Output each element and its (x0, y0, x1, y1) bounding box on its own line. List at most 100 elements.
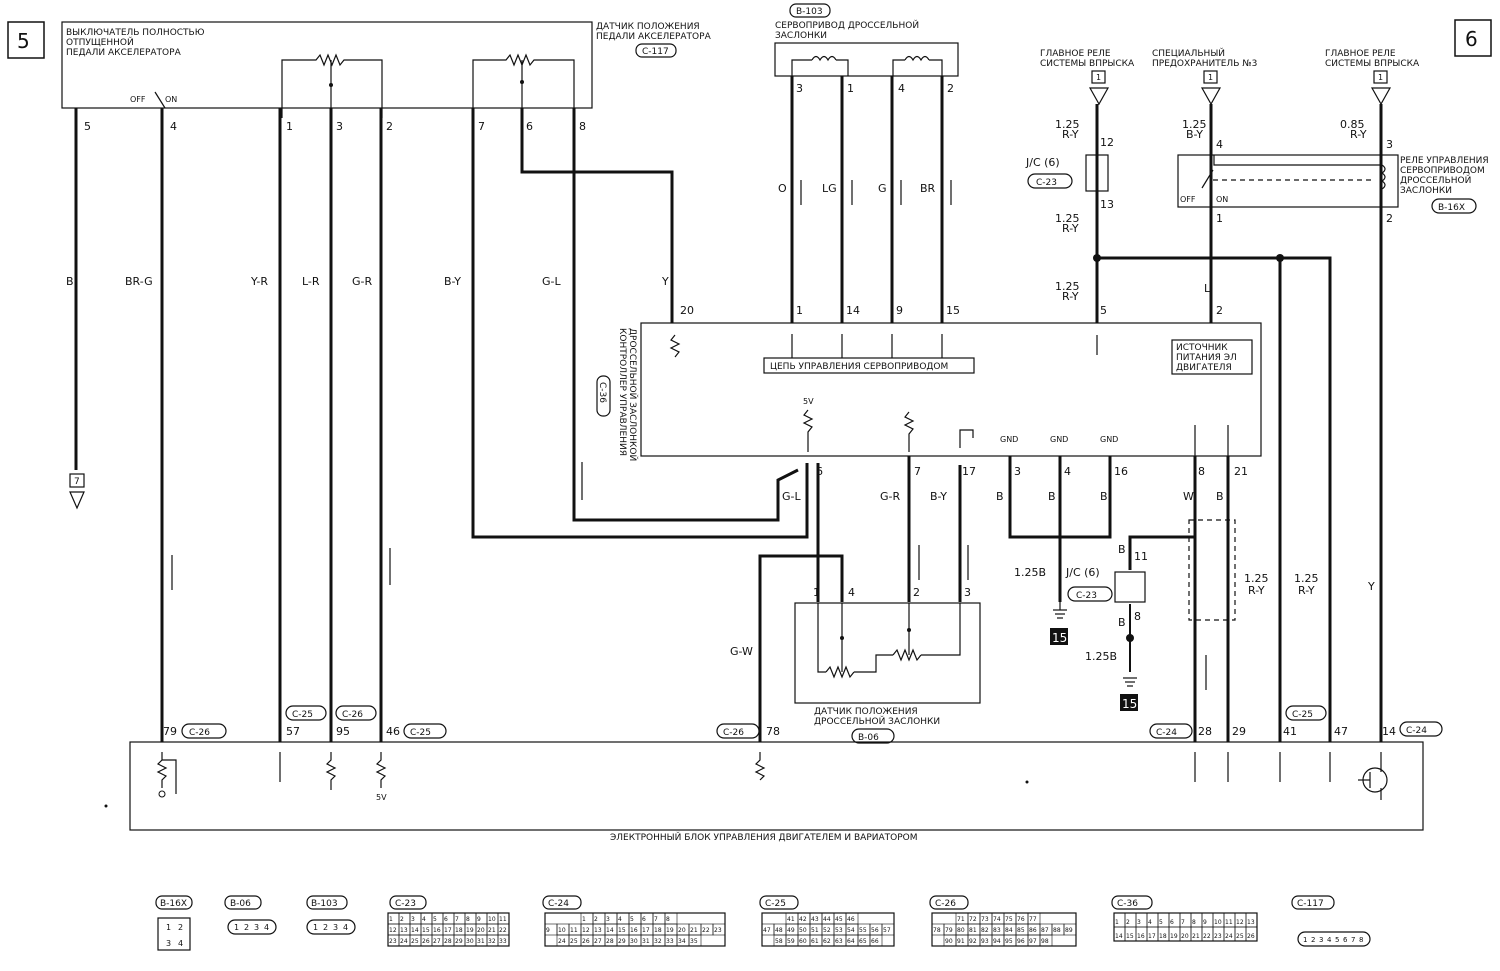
legend-pin-number: 11 (1225, 919, 1233, 926)
svg-text:1.25: 1.25 (1244, 572, 1269, 585)
legend-pin-cell (1063, 923, 1077, 936)
svg-text:1: 1 (286, 120, 293, 133)
svg-text:3: 3 (254, 923, 259, 932)
legend-pin-number: 9 (477, 916, 481, 923)
svg-text:GND: GND (1000, 435, 1018, 444)
legend-pin-number: 4 (618, 916, 622, 923)
legend-pin-number: 97 (1029, 938, 1037, 945)
svg-text:1: 1 (234, 923, 239, 932)
svg-text:17: 17 (962, 465, 976, 478)
svg-text:R-Y: R-Y (1062, 128, 1079, 141)
legend-pin-number: 30 (466, 938, 474, 945)
svg-text:B-103: B-103 (796, 7, 823, 17)
pedal-pins: 5 4 1 3 2 7 6 8 (84, 120, 586, 133)
legend-pin-number: 85 (1017, 927, 1025, 934)
svg-text:C-36: C-36 (1117, 899, 1138, 909)
accel-switch-symbol: OFF ON (130, 91, 177, 109)
legend-pin-number: 15 (1126, 933, 1134, 940)
svg-text:ЗАСЛОНКИ: ЗАСЛОНКИ (1400, 186, 1452, 196)
legend-pin-number: 61 (811, 938, 819, 945)
legend-pin-number: 16 (630, 927, 638, 934)
legend-pin-number: 13 (400, 927, 408, 934)
legend-pin-number: 17 (1148, 933, 1156, 940)
legend-pin-number: 20 (477, 927, 485, 934)
svg-text:РЕЛЕ УПРАВЛЕНИЯ: РЕЛЕ УПРАВЛЕНИЯ (1400, 156, 1489, 166)
ecu-box (129, 741, 1424, 831)
svg-text:1: 1 (847, 82, 854, 95)
svg-text:20: 20 (680, 304, 694, 317)
legend-pin-cell (881, 923, 895, 936)
svg-text:8: 8 (1134, 610, 1141, 623)
legend-pin-number: 9 (1203, 919, 1207, 926)
svg-text:4: 4 (178, 939, 183, 948)
controller-bottom-wires (758, 456, 1230, 742)
svg-text:3: 3 (333, 923, 338, 932)
svg-text:C-26: C-26 (189, 728, 210, 738)
svg-text:0.85: 0.85 (1340, 118, 1365, 131)
flow-arrows (171, 462, 1207, 690)
svg-text:R-Y: R-Y (1350, 128, 1367, 141)
svg-text:ИСТОЧНИК: ИСТОЧНИК (1176, 343, 1228, 353)
engine-power-label: ИСТОЧНИК ПИТАНИЯ ЭЛ ДВИГАТЕЛЯ (1171, 339, 1253, 375)
svg-text:8: 8 (1198, 465, 1205, 478)
legend-pin-number: 44 (823, 916, 831, 923)
main-relay-2-title: ГЛАВНОЕ РЕЛЕ СИСТЕМЫ ВПРЫСКА 1 (1325, 49, 1420, 106)
legend-pin-number: 64 (847, 938, 855, 945)
svg-text:16: 16 (1114, 465, 1128, 478)
legend-pin-number: 4 (1148, 919, 1152, 926)
legend-pin-number: 59 (787, 938, 795, 945)
svg-text:1.25: 1.25 (1055, 118, 1080, 131)
svg-text:G-L: G-L (782, 490, 801, 503)
svg-text:4: 4 (898, 82, 905, 95)
svg-text:7: 7 (914, 465, 921, 478)
legend-pin-number: 5 (630, 916, 634, 923)
legend-pin-number: 83 (993, 927, 1001, 934)
svg-text:2: 2 (178, 923, 183, 932)
svg-text:B: B (1100, 490, 1108, 503)
svg-text:B: B (1118, 543, 1126, 556)
svg-text:21: 21 (1234, 465, 1248, 478)
svg-text:B: B (1216, 490, 1224, 503)
svg-text:1: 1 (166, 923, 171, 932)
accel-switch-title: ВЫКЛЮЧАТЕЛЬ ПОЛНОСТЬЮ ОТПУЩЕННОЙ ПЕДАЛИ … (66, 28, 205, 58)
ecu-internal-symbols: 5V (156, 752, 1388, 802)
svg-text:1.25B: 1.25B (1085, 650, 1117, 663)
legend-pin-number: 16 (433, 927, 441, 934)
legend-c117-pin: 6 (1343, 936, 1348, 944)
legend-pin-number: 19 (1170, 933, 1178, 940)
legend-pin-number: 75 (1005, 916, 1013, 923)
svg-text:G: G (878, 182, 887, 195)
legend-pin-cell (869, 934, 883, 947)
svg-text:57: 57 (286, 725, 300, 738)
svg-text:1.25: 1.25 (1294, 572, 1319, 585)
power-wires (1093, 104, 1383, 742)
legend-c117-pin: 5 (1335, 936, 1339, 944)
svg-text:L: L (1204, 282, 1211, 295)
svg-text:5: 5 (1100, 304, 1107, 317)
legend-pin-number: 13 (594, 927, 602, 934)
svg-text:1: 1 (313, 923, 318, 932)
legend-pin-number: 32 (654, 938, 662, 945)
legend-pin-number: 47 (763, 927, 771, 934)
servo-relay: OFF ON РЕЛЕ УПРАВЛЕНИЯ СЕРВОПРИВОДОМ ДРО… (1177, 154, 1489, 317)
svg-text:B-Y: B-Y (930, 490, 947, 503)
legend-pin-number: 82 (981, 927, 989, 934)
svg-text:B-103: B-103 (311, 899, 338, 909)
svg-text:G-R: G-R (880, 490, 900, 503)
legend-pin-number: 94 (993, 938, 1001, 945)
svg-text:3: 3 (796, 82, 803, 95)
svg-text:2: 2 (947, 82, 954, 95)
legend-pin-number: 32 (488, 938, 496, 945)
svg-text:41: 41 (1283, 725, 1297, 738)
svg-text:13: 13 (1100, 198, 1114, 211)
svg-text:B-Y: B-Y (444, 275, 461, 288)
legend-pin-number: 92 (969, 938, 977, 945)
legend-pin-number: 89 (1065, 927, 1073, 934)
legend-pin-number: 57 (883, 927, 891, 934)
controller-internal-symbols: 5V GND GND GND (669, 334, 1229, 456)
svg-text:4: 4 (264, 923, 269, 932)
svg-text:79: 79 (163, 725, 177, 738)
tps-internals (817, 603, 961, 679)
legend-pin-number: 33 (499, 938, 507, 945)
legend-c117-pin: 2 (1311, 936, 1315, 944)
